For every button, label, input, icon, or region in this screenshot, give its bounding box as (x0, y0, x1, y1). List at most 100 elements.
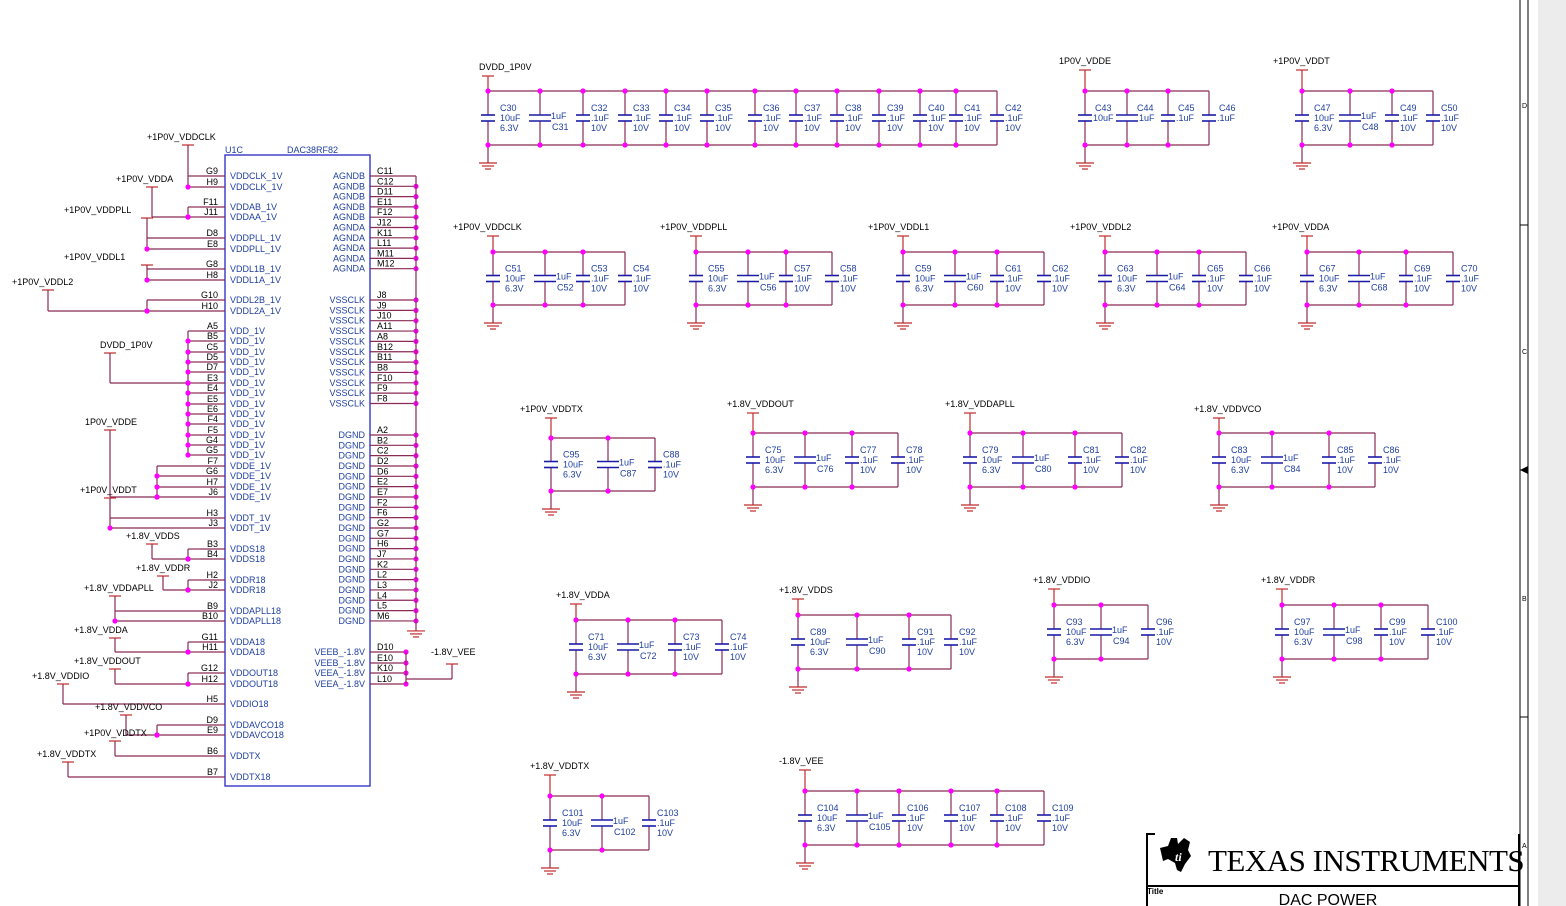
cap-ref: C108 (1005, 803, 1027, 813)
junction-dot (107, 525, 113, 531)
pin-name: VDDT_1V (230, 513, 271, 523)
cap-ref: C92 (959, 627, 976, 637)
pin-number: B7 (207, 767, 218, 777)
cap-voltage: 10V (730, 652, 746, 662)
cap-value: 10uF (1117, 274, 1138, 284)
junction-dot (1165, 88, 1171, 94)
cap-value: .1uF (907, 813, 926, 823)
cap-value: .1uF (1383, 455, 1402, 465)
cap-value: 1uF (966, 272, 982, 282)
net-label: +1.8V_VDDTX (37, 749, 96, 759)
cap-value: 10uF (915, 274, 936, 284)
cap-ref: C71 (588, 632, 605, 642)
cap-ref: C101 (562, 808, 584, 818)
pin-name: VDDAA_1V (230, 212, 277, 222)
junction-dot (793, 142, 799, 148)
cap-value: .1uF (1130, 455, 1149, 465)
cap-voltage: 10V (1337, 465, 1353, 475)
cap-voltage: 6.3V (1314, 123, 1333, 133)
pin-number: G9 (206, 166, 218, 176)
cap-value: 10uF (1231, 455, 1252, 465)
junction-dot (693, 302, 699, 308)
junction-dot (994, 302, 1000, 308)
vertical-scrollbar[interactable] (1538, 0, 1566, 906)
cap-value: .1uF (1217, 113, 1236, 123)
cap-ref: C49 (1400, 103, 1417, 113)
cap-voltage: 10V (959, 823, 975, 833)
cap-voltage: 10V (633, 284, 649, 294)
pin-number: L11 (377, 238, 391, 248)
pin-number: F10 (377, 373, 393, 383)
junction-dot (994, 788, 1000, 794)
pin-name: VDDE_1V (230, 492, 271, 502)
net-label: +1.8V_VDDS (126, 531, 180, 541)
sheet-frame: D C B A (1519, 0, 1529, 906)
pin-name: DGND (339, 554, 366, 564)
junction-dot (580, 302, 586, 308)
pin-name: DGND (339, 461, 366, 471)
net-label: +1.8V_VDDR (136, 563, 191, 573)
pin-name: VDDCLK_1V (230, 171, 283, 181)
junction-dot (573, 671, 579, 677)
cap-ref: C47 (1314, 103, 1331, 113)
cap-value: 1uF (619, 458, 635, 468)
cap-voltage: 10V (1461, 284, 1477, 294)
pin-name: VDDL1B_1V (230, 264, 281, 274)
cap-value: 10uF (1319, 274, 1340, 284)
junction-dot (154, 494, 160, 500)
cap-value: 1uF (1345, 625, 1361, 635)
junction-dot (625, 671, 631, 677)
cap-ref: C46 (1219, 103, 1236, 113)
net-label: DVDD_1P0V (479, 62, 532, 72)
pin-name: VSSCLK (329, 357, 365, 367)
junction-dot (1326, 430, 1332, 436)
cap-ref: C48 (1362, 122, 1379, 132)
pin-name: VSSCLK (329, 305, 365, 315)
junction-dot (625, 617, 631, 623)
pin-name: AGNDB (333, 192, 365, 202)
cap-ref: C76 (817, 464, 834, 474)
cap-ref: C84 (1284, 464, 1301, 474)
cap-voltage: 10V (1207, 284, 1223, 294)
cap-group: +1.8V_VDDOUTC7510uF6.3V1uFC76C77.1uF10VC… (727, 399, 925, 512)
net-label: +1P0V_VDDTX (84, 728, 147, 738)
cap-ref: C58 (840, 264, 857, 274)
cap-voltage: 6.3V (1294, 637, 1313, 647)
junction-dot (900, 249, 906, 255)
cap-value: .1uF (887, 113, 906, 123)
pin-name: VDD_1V (230, 367, 265, 377)
pin-number: H3 (206, 508, 218, 518)
ground-icon (407, 622, 425, 638)
ground-icon (1096, 315, 1114, 330)
junction-dot (1102, 249, 1108, 255)
pin-number: A11 (377, 321, 392, 331)
junction-dot (834, 142, 840, 148)
junction-dot (154, 732, 160, 738)
pin-number: B3 (207, 539, 218, 549)
cap-value: .1uF (591, 113, 610, 123)
junction-dot (704, 142, 710, 148)
cap-voltage: 6.3V (817, 823, 836, 833)
junction-dot (750, 484, 756, 490)
pin-number: J3 (208, 518, 218, 528)
junction-dot (112, 618, 118, 624)
junction-dot (1331, 602, 1337, 608)
net-label: +1P0V_VDDL1 (64, 252, 125, 262)
cap-voltage: 10V (633, 123, 649, 133)
junction-dot (1154, 249, 1160, 255)
pin-number: G2 (377, 518, 389, 528)
junction-dot (783, 302, 789, 308)
cap-value: .1uF (1176, 113, 1195, 123)
pin-name: VDDAPLL18 (230, 616, 281, 626)
junction-dot (948, 842, 954, 848)
junction-dot (185, 369, 191, 375)
